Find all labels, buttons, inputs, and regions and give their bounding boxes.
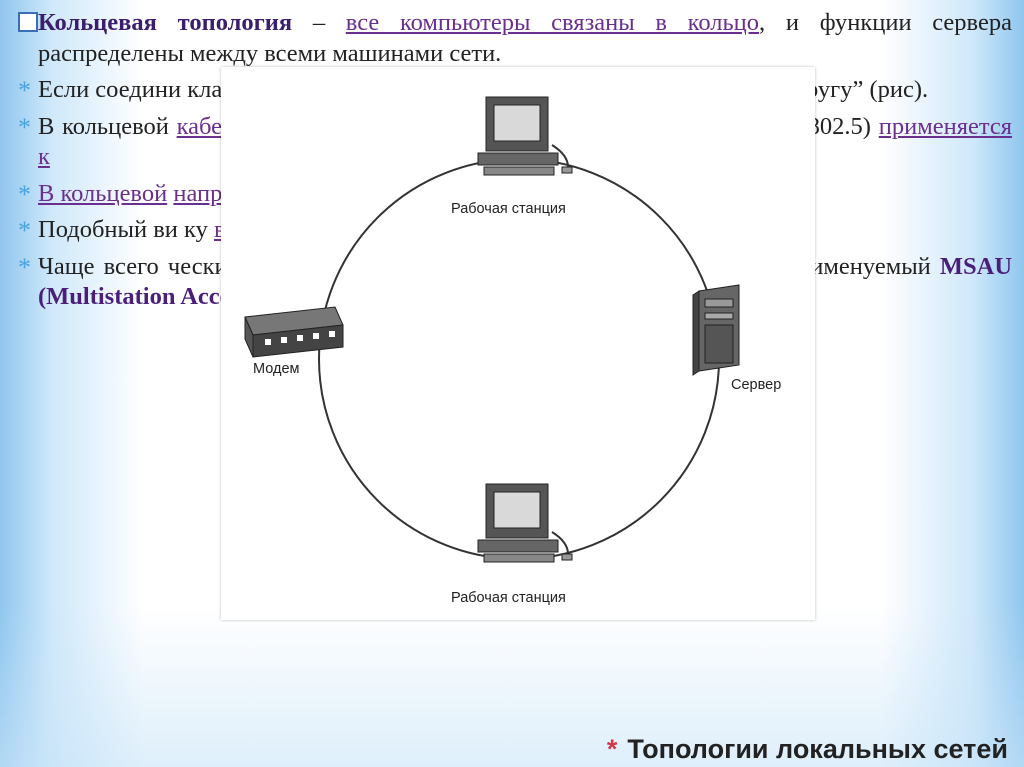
asterisk-bullet-icon: * (18, 216, 31, 245)
modem-icon (244, 306, 344, 358)
ring-diagram (244, 96, 740, 563)
text-run[interactable]: все компьютеры связаны в кольцо (345, 9, 760, 36)
footer-star-icon: * (606, 734, 618, 764)
asterisk-bullet-icon: * (18, 76, 31, 105)
label-server: Сервер (731, 377, 782, 393)
asterisk-bullet-icon: * (18, 179, 31, 209)
text-run: Чаще всего (38, 252, 168, 280)
text-run[interactable]: В кольцевой (38, 179, 168, 207)
workstation-bottom-icon (477, 483, 573, 563)
label-modem: Модем (253, 361, 300, 377)
workstation-top-icon (477, 96, 573, 176)
ring-topology-figure: Рабочая станция Рабочая станция Модем Се… (221, 67, 815, 620)
slide-footer-title: * Топологии локальных сетей (607, 734, 1008, 765)
background-glow (0, 607, 1024, 767)
text-run: , и функции сервера распределены между в… (38, 9, 1012, 67)
label-top-workstation: Рабочая станция (451, 201, 566, 217)
text-run: ку (184, 216, 214, 243)
label-bottom-workstation: Рабочая станция (451, 590, 566, 606)
text-run: Кольцевая топология (38, 9, 293, 36)
asterisk-bullet-icon: * (18, 252, 31, 282)
text-run[interactable]: применяется к (38, 112, 1012, 171)
paragraph-ring-topology: Кольцевая топология – все компьютеры свя… (12, 8, 1012, 69)
p1-text: Кольцевая топология – все компьютеры свя… (38, 9, 1012, 67)
server-icon (692, 284, 740, 376)
text-run: – (292, 9, 346, 36)
text-run: Если соедини (38, 76, 182, 103)
checkbox-bullet-icon (18, 12, 38, 32)
footer-title-text: Топологии локальных сетей (627, 734, 1008, 764)
asterisk-bullet-icon: * (18, 112, 31, 142)
text-run: В кольцевой (38, 112, 177, 140)
text-run: кругу” (рис). (794, 76, 929, 103)
text-run: Подобный ви (38, 216, 178, 243)
